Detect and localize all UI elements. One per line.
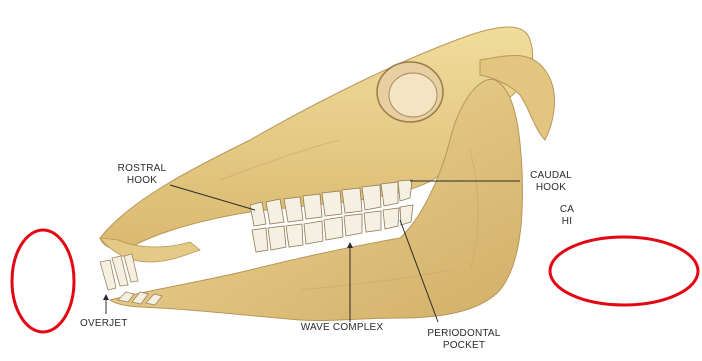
upper-incisors [100,254,138,290]
truncated-label: CA HI [552,204,582,228]
annotation-circle-right [550,237,698,305]
periodontal-pocket-label: PERIODONTAL POCKET [422,328,506,352]
rostral-hook-label: ROSTRAL HOOK [112,163,172,187]
overjet-arrow [103,294,109,300]
caudal-hook-label: CAUDAL HOOK [523,170,579,194]
overjet-label: OVERJET [80,318,128,330]
annotation-circle-left [12,230,74,332]
wave-complex-label: WAVE COMPLEX [292,322,392,334]
